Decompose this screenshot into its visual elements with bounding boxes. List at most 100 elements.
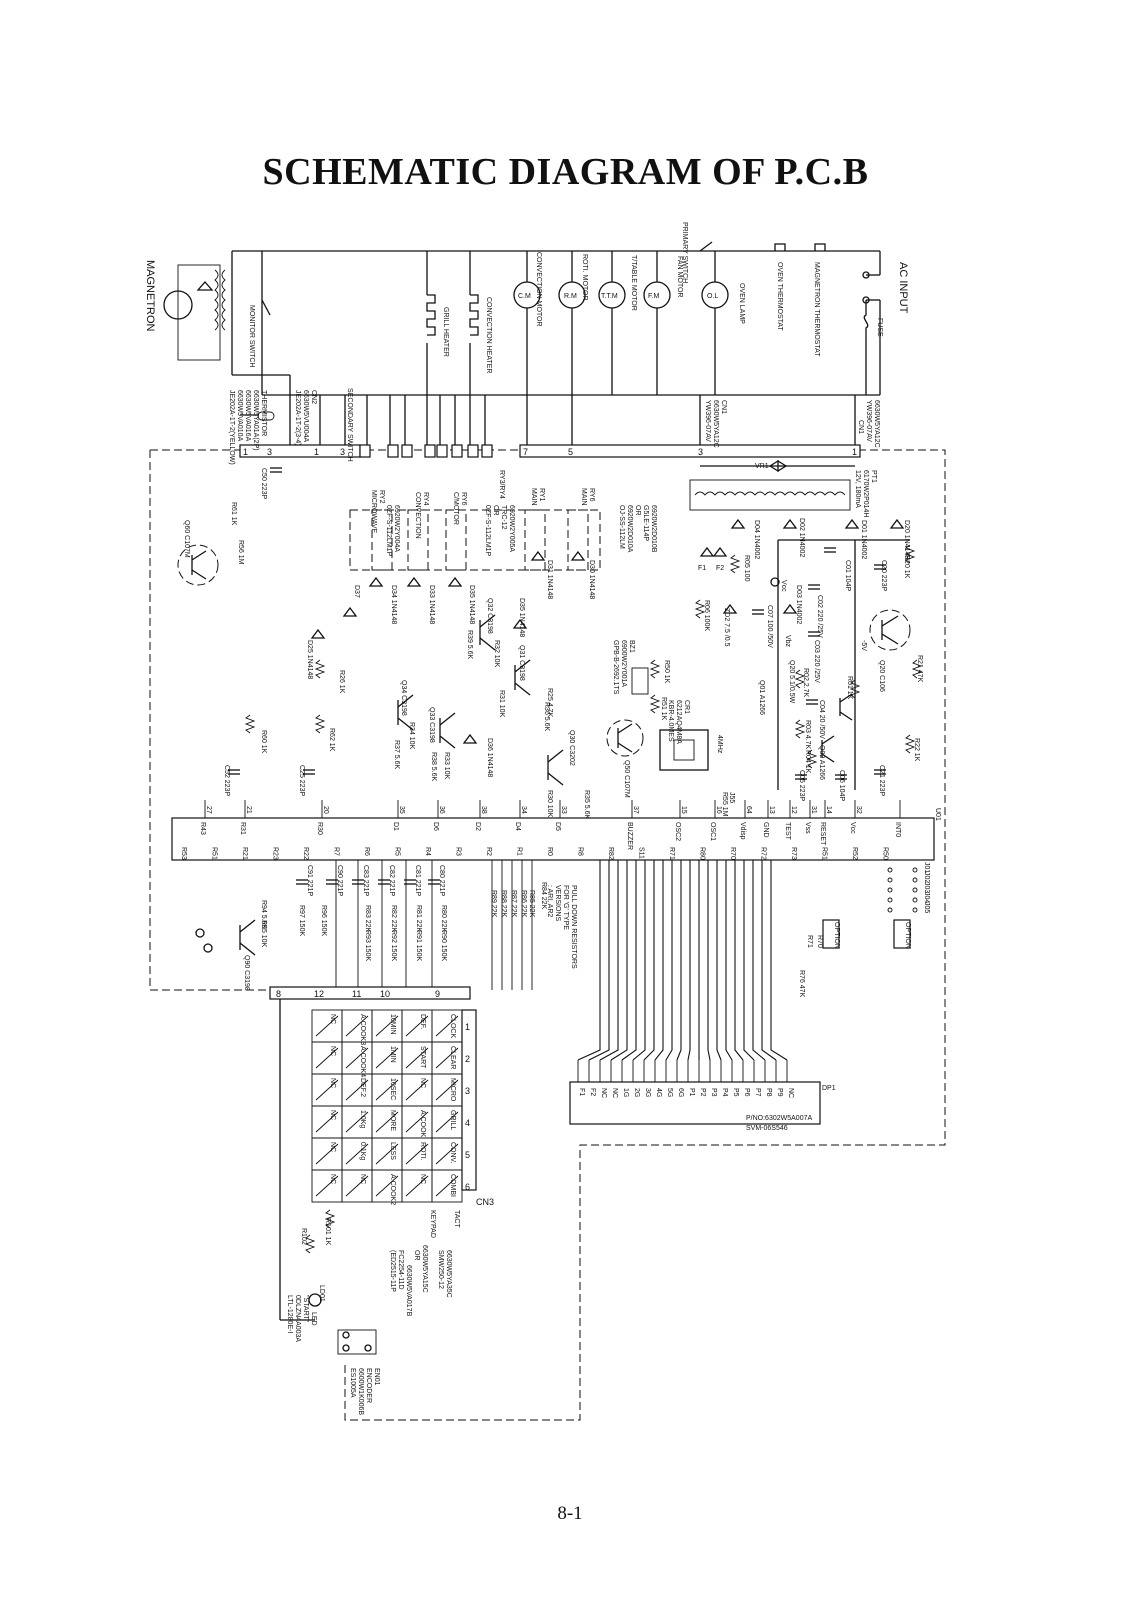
keypad-key-label: CONV. [449,1142,456,1164]
svg-text:R38 5.6K: R38 5.6K [430,752,437,782]
keypad-key-label: COMBI [449,1174,456,1197]
display-pin-label: P7 [754,1088,761,1097]
svg-text:C07 100 /50V: C07 100 /50V [766,605,773,648]
keypad-key-label: NC [329,1078,336,1088]
svg-text:6630W5YA12C: 6630W5YA12C [712,400,719,448]
mcu-pin-bottom-label: R51 [821,847,828,860]
mcu-pin-bottom-label: R21 [241,847,248,860]
key-resistor-label: R83 22K [364,905,371,933]
option-jumper-pad [887,887,893,893]
keypad-switch-mark [345,1047,369,1069]
keypad-switch-mark [375,1047,399,1069]
svg-text:SVM-06S546: SVM-06S546 [746,1125,788,1132]
svg-text:MICROWAVE: MICROWAVE [370,490,377,533]
option-jumper-pad [912,907,918,913]
svg-text:D33 1N4148: D33 1N4148 [428,585,435,624]
capacitor-c01: C01 104P [824,547,851,591]
resistor-r101 [324,1209,336,1229]
keypad-key-label: MORE [389,1110,396,1131]
mcu-pin-top-label: INT0 [894,822,901,837]
keypad-switch-mark [375,1143,399,1165]
svg-text:3: 3 [267,447,272,457]
svg-text:Q31 C3198: Q31 C3198 [518,645,525,681]
capacitor-c07: C07 100 /50V [752,605,773,648]
key-resistor-label: R93 150K [364,930,371,961]
mcu-pin-bottom-label: R4 [424,847,431,856]
keypad-key-label: START [419,1046,426,1069]
svg-text:RY1: RY1 [538,488,545,502]
keypad-switch-mark [435,1047,459,1069]
keypad-matrix: CLOCKCLEARMICROGRILLCONV.COMBIDEF.STARTN… [311,1009,463,1205]
option-jumper-pad [912,897,918,903]
display-pin-label: 4G [655,1088,662,1097]
svg-text:BZ1: BZ1 [628,640,635,653]
hv-diode-symbol [196,281,214,291]
mcu-pin-bottom-label: R2 [485,847,492,856]
display-bus-line [770,860,788,1061]
display-pin-label: 6G [677,1088,684,1097]
oven-lamp-label: OVEN LAMP [738,283,745,324]
keypad-switch-mark [345,1079,369,1101]
ac-power-section: AC INPUT FUSE MAGNETRON THERMOSTAT OVEN … [144,222,909,455]
svg-text:R01 1K: R01 1K [846,676,853,700]
svg-text:F1: F1 [698,565,706,572]
display-bus-line [743,860,755,1061]
svg-text:Q01 A1266: Q01 A1266 [758,680,765,715]
mcu-pin-bottom-label: R53 [180,847,187,860]
svg-text:J55: J55 [728,792,735,803]
grill-heater-label: GRILL HEATER [442,307,449,357]
mcu-pin-top-label: BUZZER [626,822,633,850]
svg-text:O.L: O.L [707,293,718,300]
keypad-key-label: NC [329,1142,336,1152]
option-jumper-pad [887,907,893,913]
key-capacitor-label: C91 221P [306,865,313,896]
mcu-pin-number: 38 [480,806,487,814]
keypad-switch-mark [435,1111,459,1133]
display-pin-label: P6 [743,1088,750,1097]
pt1-label: PT1 [870,470,877,483]
page-title: SCHEMATIC DIAGRAM OF P.C.B [262,151,869,193]
diode-f1 [699,546,715,557]
key-capacitor-label: C81 221P [414,865,421,896]
svg-text:R31 10K: R31 10K [498,690,505,718]
keypad-key-label: A.COOK [419,1110,426,1138]
svg-text:D30 1N4148: D30 1N4148 [588,560,595,599]
key-resistor-label: R92 150K [390,930,397,961]
keypad-switch-mark [345,1111,369,1133]
svg-text:VERSIONS: VERSIONS [554,885,561,922]
display-bus-line [654,860,664,1061]
cn3-part-label: TACT [453,1210,460,1228]
key-resistor-label: R94 5.6K [260,900,267,930]
mcu-pin-bottom-label: R0 [546,847,553,856]
svg-text:RY6: RY6 [460,492,467,506]
svg-text:Q50 C107M: Q50 C107M [623,760,630,798]
option-jumper-label: J04 [923,892,930,903]
svg-text:U01: U01 [934,808,941,821]
diode-f2 [712,546,728,557]
mcu-pin-bottom-label: R51 [211,847,218,860]
key-capacitor-label: C90 221P [336,865,343,896]
mcu-pin-bottom-label: R82 [607,847,614,860]
keypad-switch-mark [435,1143,459,1165]
ac-input-label: AC INPUT [897,262,909,314]
svg-text:JE202A-1T-2(YELLOW): JE202A-1T-2(YELLOW) [228,390,235,465]
svg-text:C06 104P: C06 104P [838,770,845,801]
cn3-col-pin: 1 [465,1022,470,1032]
svg-text:D36 1N4148: D36 1N4148 [486,738,493,777]
svg-text:R36 5.6K: R36 5.6K [543,702,550,732]
page-number: 8-1 [557,1503,583,1524]
mcu-pin-number: 32 [855,806,862,814]
svg-text:Q34 C3198: Q34 C3198 [400,680,407,716]
transistor-q30: Q30 C3202 [547,730,575,786]
vcc-node [203,943,213,953]
svg-text:T.T.M: T.T.M [601,293,618,300]
diode-d37 [342,606,358,617]
mcu-pin-top-label: TEST [784,822,791,841]
keypad-switch-mark [435,1015,459,1037]
svg-text:ENCODER: ENCODER [365,1368,372,1403]
svg-text:C50 223P: C50 223P [260,468,267,499]
svg-text:OJ-SS-112LM: OJ-SS-112LM [618,505,625,549]
keypad-key-label: A.COOK4 [359,1046,366,1077]
display-pin-label: P4 [721,1088,728,1097]
keypad-key-label: 1.0Kg [359,1110,366,1128]
